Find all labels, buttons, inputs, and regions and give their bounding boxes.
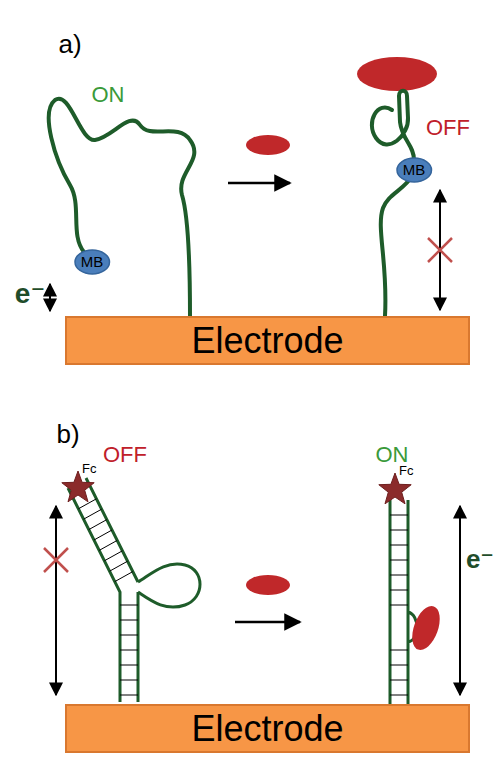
aptamer-loop bbox=[138, 564, 200, 607]
electron-transfer-arrow bbox=[459, 506, 461, 695]
duplex-strand bbox=[68, 478, 138, 702]
panel-letter: a) bbox=[58, 30, 81, 60]
state-label: ON bbox=[376, 442, 409, 467]
node-text: MB bbox=[403, 161, 426, 178]
redox-label: MB bbox=[74, 249, 111, 275]
state-label: OFF bbox=[426, 115, 470, 140]
reaction-arrow bbox=[235, 621, 300, 624]
reaction-arrow bbox=[228, 182, 290, 185]
aptamer-strand bbox=[372, 91, 414, 160]
panel-letter: b) bbox=[56, 420, 79, 450]
node-text: MB bbox=[81, 253, 104, 270]
state-label: ON bbox=[92, 82, 125, 107]
target-molecule bbox=[246, 135, 290, 155]
blocked-cross bbox=[44, 548, 68, 572]
redox-ellipse bbox=[397, 158, 432, 182]
electron-transfer-arrow bbox=[49, 284, 51, 311]
node-text: Electrode bbox=[191, 708, 343, 749]
redox-ellipse bbox=[75, 250, 110, 274]
electron-transfer-arrow bbox=[55, 506, 57, 695]
base-pair-rungs bbox=[390, 515, 408, 695]
state-label: OFF bbox=[103, 442, 147, 467]
node-text: Fc bbox=[82, 462, 96, 477]
electron-label: e⁻ bbox=[15, 278, 45, 310]
target-molecule bbox=[246, 575, 290, 595]
target-molecule bbox=[407, 602, 445, 653]
base-pair-rungs bbox=[78, 499, 138, 695]
aptamer-strand bbox=[381, 176, 412, 316]
electrode-bar: Electrode bbox=[65, 316, 470, 365]
redox-label: MB bbox=[396, 157, 433, 183]
node-text: Electrode bbox=[191, 320, 343, 361]
aptamer-strand bbox=[49, 99, 195, 316]
blocked-cross bbox=[428, 238, 452, 262]
electron-label: e⁻ bbox=[466, 545, 494, 575]
electrode-bar: Electrode bbox=[65, 704, 470, 753]
duplex-strand bbox=[390, 500, 417, 704]
target-molecule bbox=[357, 57, 437, 91]
redox-label: Fc bbox=[377, 464, 421, 510]
redox-label: Fc bbox=[60, 462, 104, 508]
